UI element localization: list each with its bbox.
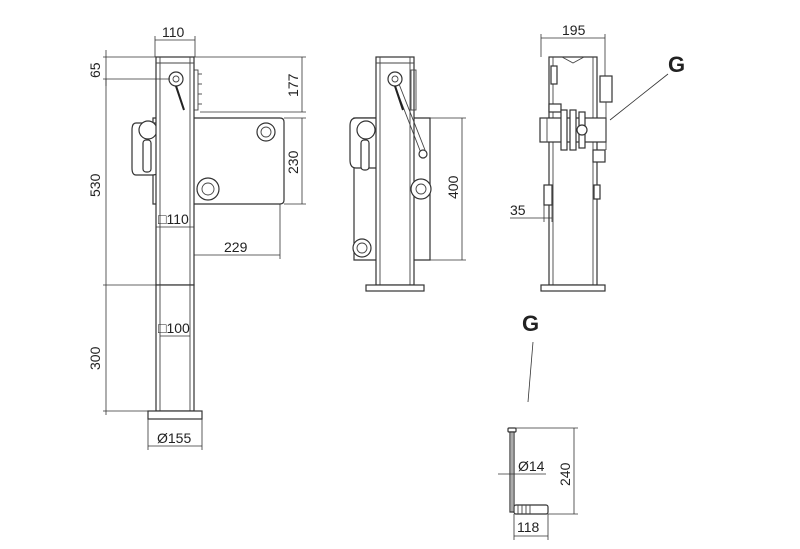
inner-tube <box>155 284 195 412</box>
side-view: 195 35 G <box>510 22 685 292</box>
outer-tube <box>155 56 195 286</box>
dim-extension-300: 300 <box>87 346 103 370</box>
dim-plate-height: 230 <box>285 150 301 174</box>
front-view: 110 65 530 177 230 □110 229 300 □100 Ø15… <box>87 24 306 450</box>
dim-handle-height: 177 <box>285 73 301 97</box>
callout-leader <box>609 73 669 121</box>
detail-leader <box>527 341 534 403</box>
dim-plate-400: 400 <box>445 175 461 199</box>
side-tube <box>548 56 598 286</box>
front-dimensions <box>103 36 306 450</box>
dim-length-240: 240 <box>557 462 573 486</box>
dim-top-offset: 65 <box>87 62 103 78</box>
detail-g-title: G <box>522 311 539 336</box>
middle-view: 400 <box>349 56 466 292</box>
side-handle <box>599 75 613 103</box>
callout-g: G <box>668 52 685 77</box>
clamp-lever <box>142 139 152 173</box>
dim-side-offset: 35 <box>510 202 526 218</box>
dim-width-118: 118 <box>517 519 540 535</box>
dim-inner-square: □100 <box>158 320 190 336</box>
dim-height-530: 530 <box>87 173 103 197</box>
dim-pin-dia: Ø14 <box>518 458 545 474</box>
dim-foot-dia: Ø155 <box>157 430 191 446</box>
dim-plate-offset: 229 <box>224 239 248 255</box>
dim-tube-square: □110 <box>158 211 189 227</box>
plate-hole-top <box>256 122 276 142</box>
middle-tube <box>375 56 415 286</box>
plate-hole-bottom <box>196 177 220 201</box>
detail-g-view: G 240 Ø14 118 <box>498 311 578 540</box>
foot-plate <box>147 410 203 420</box>
dim-side-width: 195 <box>562 22 586 38</box>
pin-handle <box>513 504 549 515</box>
dim-top-width: 110 <box>162 24 185 40</box>
